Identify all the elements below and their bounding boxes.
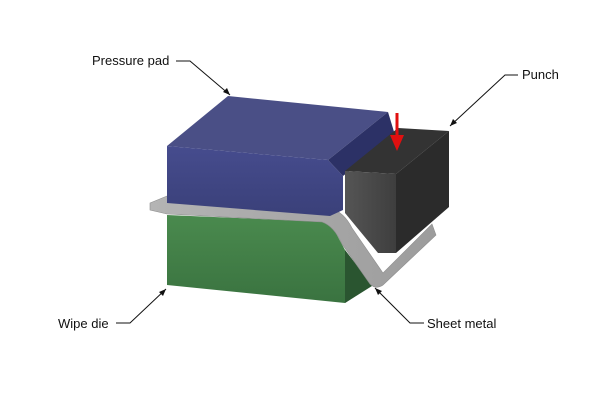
- label-sheet-metal: Sheet metal: [427, 316, 497, 331]
- leader-sheet-metal: [374, 287, 424, 324]
- punch-front-face: [345, 171, 396, 253]
- force-arrow-icon: [390, 113, 404, 151]
- pressure-pad-top-face: [167, 96, 388, 160]
- label-punch: Punch: [522, 67, 559, 82]
- leader-wipe-die: [116, 288, 167, 324]
- pressure-pad-side-face: [328, 112, 395, 176]
- label-wipe-die: Wipe die: [58, 316, 109, 331]
- leader-pressure-pad: [176, 60, 231, 96]
- sheet-metal-strip: [149, 195, 437, 288]
- wipe-die: [167, 215, 372, 303]
- sheet-metal: [149, 195, 437, 288]
- punch-side-face: [396, 131, 449, 253]
- wipe-die-right-face: [345, 250, 372, 303]
- wipe-die-front-face: [167, 215, 345, 303]
- leader-lines: [116, 60, 518, 324]
- pressure-pad: [167, 96, 395, 216]
- pressure-pad-front-face: [167, 146, 343, 216]
- label-pressure-pad: Pressure pad: [92, 53, 170, 68]
- leader-punch: [449, 74, 518, 127]
